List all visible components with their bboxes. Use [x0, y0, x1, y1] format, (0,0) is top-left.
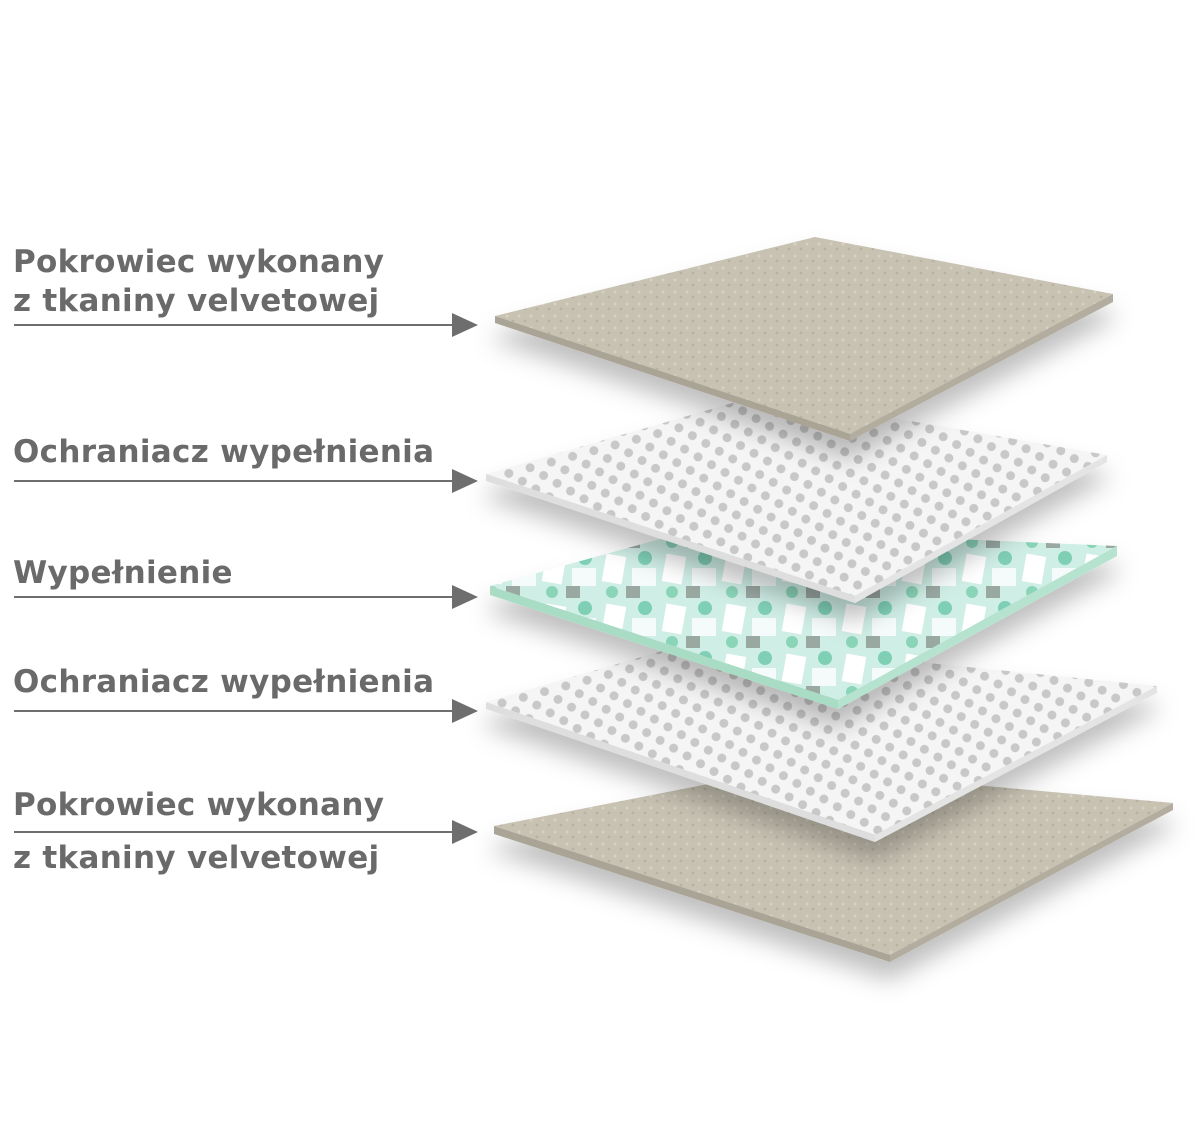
label-top-velvet-line1: Pokrowiec wykonany — [13, 244, 385, 280]
label-bottom-velvet-line2: z tkaniny velvetowej — [13, 840, 380, 876]
arrow-upper-protector — [14, 469, 478, 493]
arrow-top-velvet — [14, 313, 478, 337]
label-bottom-velvet-line1: Pokrowiec wykonany — [13, 787, 385, 823]
arrow-filling — [14, 585, 478, 609]
arrow-lower-protector — [14, 699, 478, 723]
layer-filling — [490, 528, 1117, 709]
label-filling: Wypełnienie — [13, 555, 233, 591]
layer-upper-filling-protector — [486, 395, 1107, 603]
label-lower-protector: Ochraniacz wypełnienia — [13, 664, 435, 700]
label-top-velvet-line2: z tkaniny velvetowej — [13, 283, 380, 319]
label-upper-protector: Ochraniacz wypełnienia — [13, 434, 435, 470]
layer-bottom-velvet-cover — [494, 768, 1173, 962]
layer-top-velvet-cover — [495, 237, 1113, 441]
layer-lower-filling-protector — [486, 640, 1157, 842]
arrow-bottom-velvet — [14, 820, 478, 844]
